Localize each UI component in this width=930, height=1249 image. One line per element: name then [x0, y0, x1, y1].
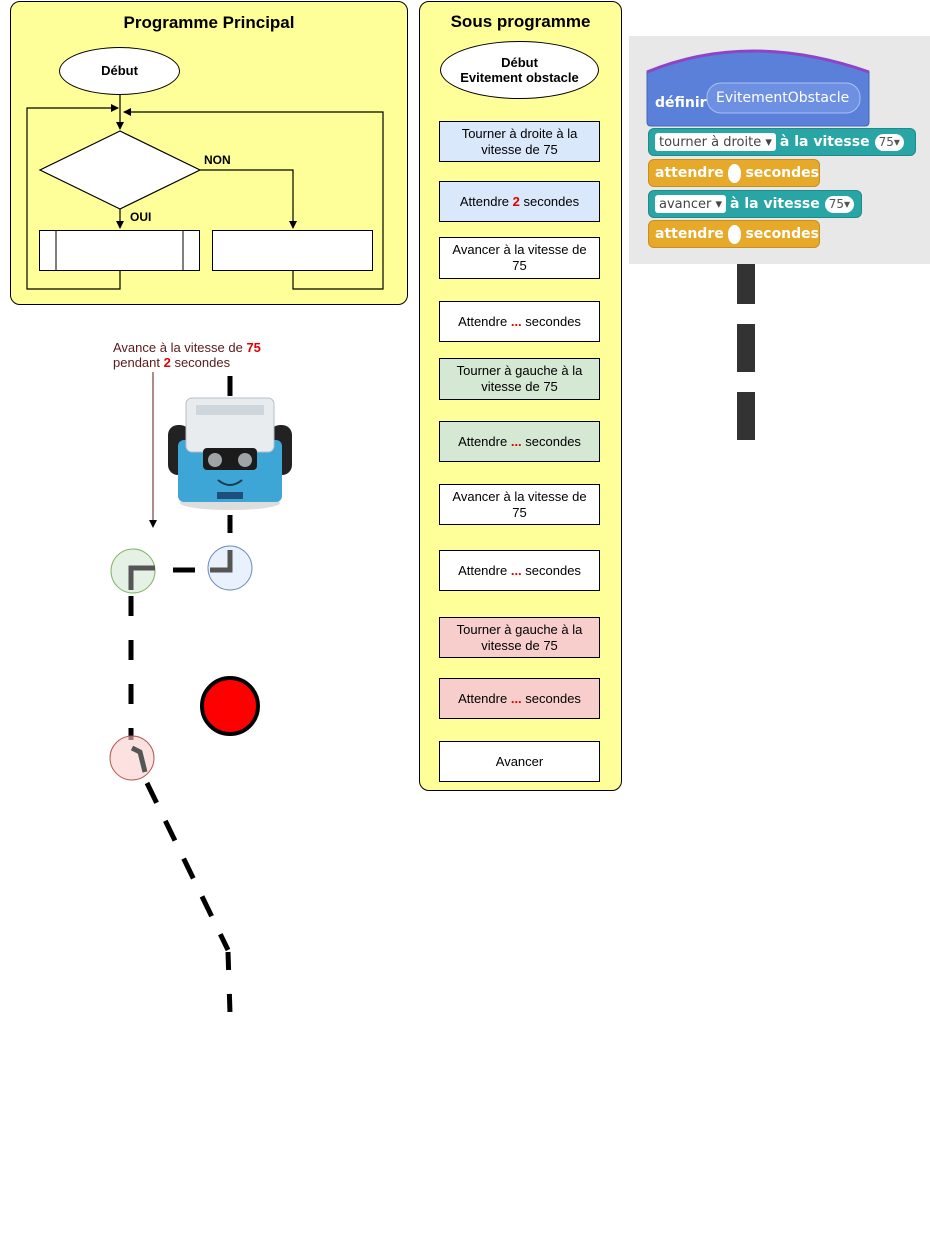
sub-step-text: Tourner à droite à la vitesse de 75: [461, 125, 578, 157]
sub-step-pre: Attendre: [459, 193, 513, 209]
scratch-forward-dropdown[interactable]: avancer ▾: [655, 195, 727, 213]
scratch-code-area: définir EvitementObstacle tourner à droi…: [629, 36, 930, 264]
sub-step-post: secondes: [521, 690, 581, 706]
scratch-turn-right-block[interactable]: tourner à droite ▾ à la vitesse 75▾: [648, 128, 916, 156]
scratch-wait-2-word2: secondes: [745, 226, 819, 242]
main-yes-process-box: [39, 230, 200, 271]
scratch-define-hat[interactable]: [629, 36, 930, 264]
robot-note-line2-text: pendant: [113, 355, 164, 370]
scratch-path-bar-1: [737, 257, 755, 304]
scratch-define-name: EvitementObstacle: [716, 90, 850, 106]
sub-step-text: Avancer à la vitesse de 75: [452, 242, 587, 273]
sub-start-line1: Début: [501, 55, 538, 70]
sub-step-3: Avancer à la vitesse de 75: [439, 237, 600, 279]
sub-step-pre: Attendre: [458, 562, 511, 578]
sub-step-pre: Attendre: [458, 433, 511, 449]
scratch-define-label: définir: [655, 95, 707, 111]
sub-start-line2: Evitement obstacle: [460, 70, 579, 85]
scratch-path-bar-3: [737, 392, 755, 440]
scratch-wait-block-1[interactable]: attendre secondes: [648, 159, 820, 187]
sub-step-1: Tourner à droite à la vitesse de 75: [439, 121, 600, 162]
scratch-turn-dropdown[interactable]: tourner à droite ▾: [655, 133, 776, 151]
scratch-wait-2-input[interactable]: [727, 224, 742, 244]
sub-start-ellipse: Début Evitement obstacle: [440, 41, 599, 99]
sub-step-post: secondes: [521, 433, 581, 449]
sub-step-red: ...: [510, 313, 522, 329]
sub-step-post: secondes: [521, 313, 581, 329]
sub-step-red: ...: [510, 433, 522, 449]
sub-step-pre: Attendre: [458, 690, 511, 706]
robot-note-line2-suffix: secondes: [170, 355, 231, 370]
sub-step-10: Attendre ... secondes: [439, 678, 600, 719]
main-no-process-box: [212, 230, 373, 271]
scratch-forward-block[interactable]: avancer ▾ à la vitesse 75▾: [648, 190, 862, 218]
robot-note-speed: 75: [246, 340, 261, 355]
path-turn-red-circle: [109, 735, 155, 781]
main-program-title: Programme Principal: [123, 13, 295, 32]
robot-note: Avance à la vitesse de 75 pendant 2 seco…: [113, 340, 261, 370]
sub-step-red: ...: [510, 690, 522, 706]
scratch-wait-block-2[interactable]: attendre secondes: [648, 220, 820, 248]
main-start-ellipse: Début: [59, 47, 180, 95]
scratch-turn-speed-value: 75: [878, 135, 894, 149]
scratch-wait-1-word1: attendre: [655, 165, 724, 181]
robot-note-duration: 2: [163, 355, 171, 370]
robot-note-line1-text: Avance à la vitesse de: [113, 340, 247, 355]
main-no-label: NON: [204, 153, 231, 167]
scratch-forward-speed-input[interactable]: 75▾: [824, 195, 855, 213]
sub-step-post: secondes: [519, 193, 580, 209]
robot-illustration: [168, 397, 292, 510]
scratch-forward-dropdown-value: avancer: [659, 196, 712, 212]
scratch-wait-1-word2: secondes: [745, 165, 819, 181]
sub-step-4: Attendre ... secondes: [439, 301, 600, 342]
sub-step-5: Tourner à gauche à la vitesse de 75: [439, 358, 600, 400]
scratch-forward-text: à la vitesse: [730, 196, 820, 212]
sub-step-11: Avancer: [439, 741, 600, 782]
scratch-turn-text: à la vitesse: [779, 134, 870, 150]
sub-step-post: secondes: [521, 562, 581, 578]
scratch-path-bar-2: [737, 324, 755, 372]
sub-step-text: Avancer: [495, 753, 544, 769]
sub-step-red: 2: [512, 193, 520, 209]
sub-step-9: Tourner à gauche à la vitesse de 75: [439, 617, 600, 658]
main-yes-label: OUI: [130, 210, 152, 224]
scratch-forward-speed-value: 75: [828, 197, 845, 211]
main-decision-diamond: [38, 130, 202, 210]
sub-step-7: Avancer à la vitesse de 75: [439, 484, 600, 525]
sub-step-2: Attendre 2 secondes: [439, 181, 600, 222]
scratch-wait-1-input[interactable]: [727, 163, 742, 183]
scratch-wait-2-word1: attendre: [655, 226, 724, 242]
sub-step-text: Tourner à gauche à la vitesse de 75: [456, 621, 583, 653]
obstacle-circle: [200, 676, 260, 736]
sub-step-text: Tourner à gauche à la vitesse de 75: [456, 363, 583, 394]
sub-step-text: Avancer à la vitesse de 75: [452, 488, 587, 520]
sub-step-red: ...: [510, 562, 522, 578]
sub-program-title: Sous programme: [450, 12, 591, 31]
scratch-turn-dropdown-value: tourner à droite: [659, 134, 762, 150]
sub-step-6: Attendre ... secondes: [439, 421, 600, 462]
scratch-turn-speed-input[interactable]: 75▾: [874, 133, 904, 151]
sub-step-8: Attendre ... secondes: [439, 550, 600, 591]
sub-step-pre: Attendre: [458, 313, 511, 329]
